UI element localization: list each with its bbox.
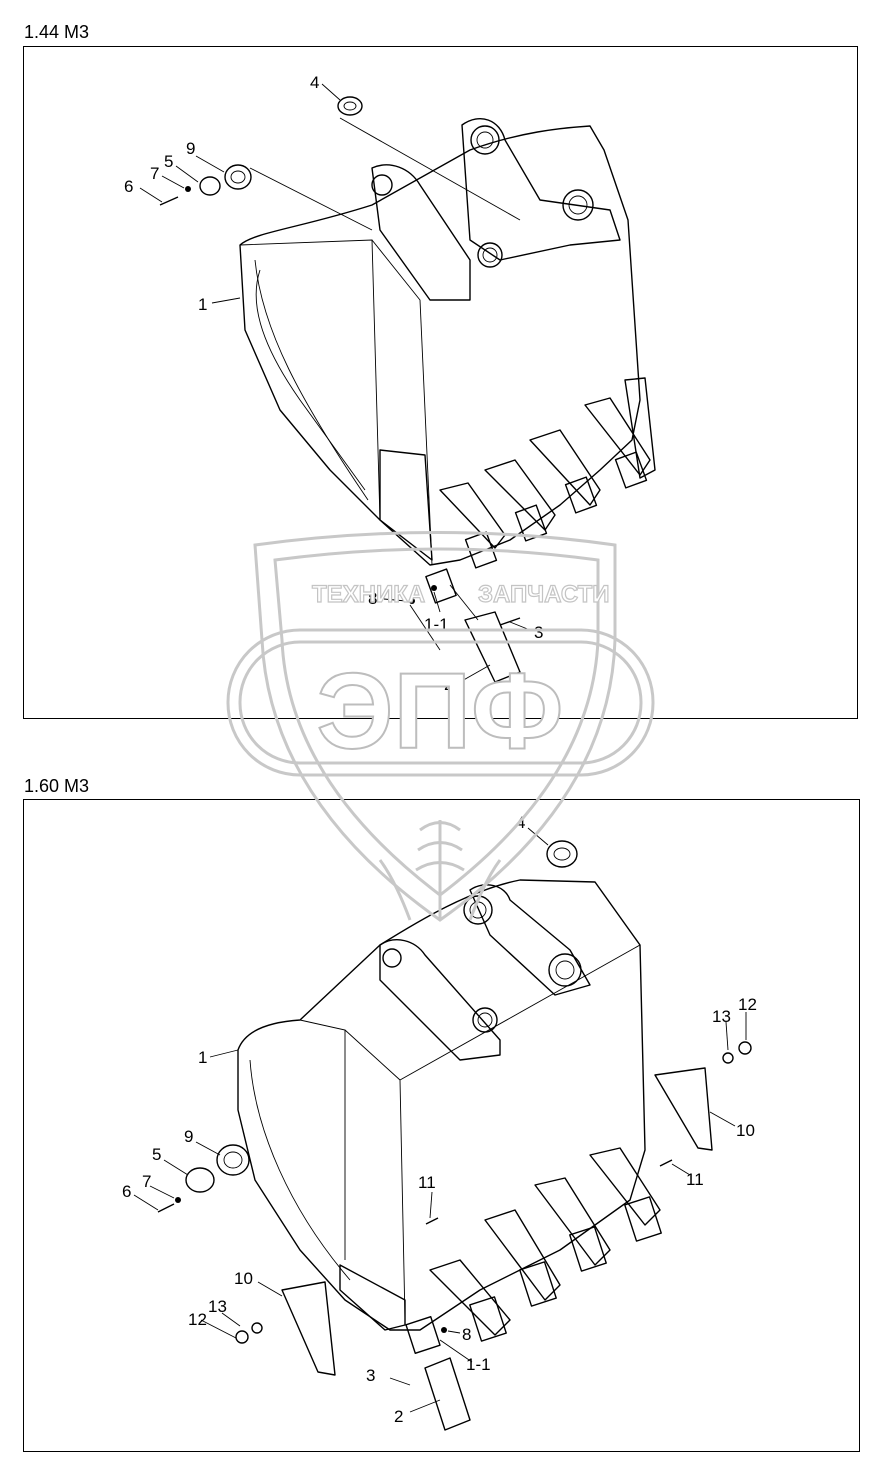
callout-13-right: 13 [712,1007,731,1026]
callout-6-bottom: 6 [122,1182,131,1201]
washer-part-5 [185,1167,215,1193]
callout-13-left: 13 [208,1297,227,1316]
callout-1-top: 1 [198,295,207,314]
callout-1-bottom: 1 [198,1048,207,1067]
callout-2-top: 2 [444,675,453,694]
callout-11-left: 11 [418,1173,436,1192]
callout-7-bottom: 7 [142,1172,151,1191]
callout-10-left: 10 [234,1269,253,1288]
callout-7-top: 7 [150,164,159,183]
bushing-part-4 [546,840,578,868]
callout-8-bottom: 8 [462,1325,471,1344]
callout-5-bottom: 5 [152,1145,161,1164]
callout-8-top: 8 [368,589,377,608]
bucket-shell [239,125,641,566]
bucket-shell [237,879,646,1331]
callout-12-right: 12 [738,995,757,1014]
section-title-1-44: 1.44 М3 [24,22,90,42]
side-cutter-part-10-right [654,1067,713,1151]
callout-1-1-bottom: 1-1 [466,1355,491,1374]
callout-4-bottom: 4 [516,813,525,832]
callout-2-bottom: 2 [394,1407,403,1426]
washer-part-5 [199,176,221,196]
bucket-1-60-drawing [133,827,752,1431]
callout-12-left: 12 [188,1310,207,1329]
callout-1-1-top: 1-1 [424,615,449,634]
callout-5-top: 5 [164,152,173,171]
bucket-1-44-drawing [139,83,656,683]
shim-part-9 [224,164,252,190]
callout-10-right: 10 [736,1121,755,1140]
section-title-1-60: 1.60 М3 [24,776,90,796]
callout-4-top: 4 [310,73,319,92]
tooth-part-2 [424,1357,471,1431]
callout-3-top: 3 [534,623,543,642]
side-cutter-part-10-left [281,1281,336,1376]
bushing-part-4 [337,96,363,116]
callout-9-bottom: 9 [184,1127,193,1146]
callout-11-right: 11 [686,1170,704,1189]
callout-3-bottom: 3 [366,1366,375,1385]
shim-part-9 [216,1144,250,1176]
callout-9-top: 9 [186,139,195,158]
callout-6-top: 6 [124,177,133,196]
